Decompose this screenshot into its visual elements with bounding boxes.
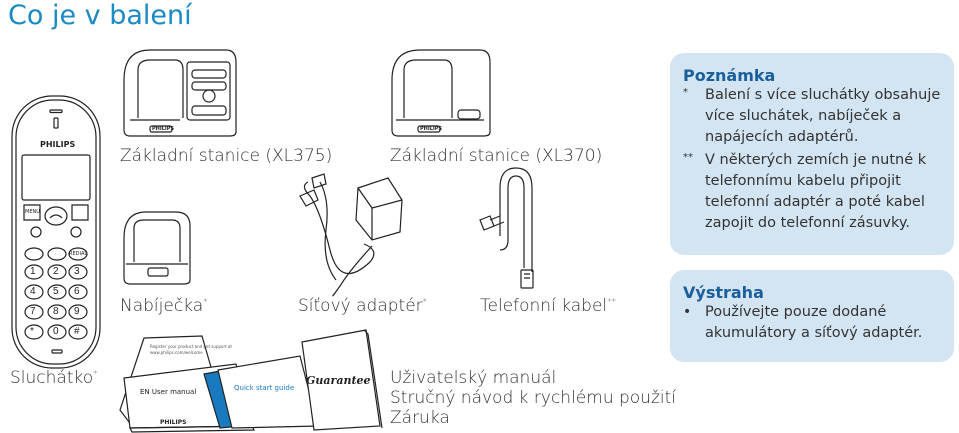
warning-box: Výstraha • Používejte pouze dodané akumu… [670, 270, 954, 362]
key-7: 7 [30, 306, 36, 317]
key-8: 8 [53, 306, 59, 317]
handset-brand: PHILIPS [40, 140, 76, 149]
docs-user-manual-label: EN User manual [140, 388, 197, 396]
base-xl375-label: Základní stanice (XL375) [120, 146, 333, 166]
docs-register-text: Register your product and get support at [150, 344, 232, 349]
base-xl370-brand: PHILIPS [420, 126, 443, 132]
note-box: Poznámka * Balení s více sluchátky obsah… [670, 53, 954, 255]
docs-line-warranty: Záruka [390, 408, 450, 428]
docs-line-user-manual: Uživatelský manuál [390, 368, 557, 388]
note-entry-1-text: Balení s více sluchátky obsahuje více sl… [705, 87, 941, 145]
docs-guarantee-label: Guarantee [306, 374, 371, 387]
docs-register-url: www.philips.com/welcome [150, 350, 203, 355]
note-entry-1-mark: * [683, 87, 688, 98]
key-1: 1 [30, 266, 36, 277]
charger-caption: Nabíječka* [120, 296, 208, 316]
handset-menu-label: MENU [25, 209, 40, 215]
note-heading: Poznámka [683, 66, 776, 85]
page-title: Co je v balení [8, 0, 192, 31]
key-5: 5 [53, 286, 59, 297]
cable-caption: Telefonní kabel** [480, 296, 616, 316]
handset-label: Sluchátko [10, 368, 94, 388]
note-entry-2: ** V některých zemích je nutné k telefon… [683, 150, 944, 234]
key-6: 6 [74, 286, 80, 297]
key-hash: # [74, 326, 80, 337]
cable-label: Telefonní kabel [480, 296, 608, 316]
charger-mark: * [203, 297, 208, 308]
charger-label: Nabíječka [120, 296, 204, 316]
handset-redial-label: REDIAL [69, 251, 88, 257]
adapter-caption: Síťový adaptér* [298, 296, 427, 316]
handset-mark: * [93, 369, 98, 380]
warning-text: Používejte pouze dodané akumulátory a sí… [705, 304, 923, 341]
cable-mark: ** [607, 297, 617, 308]
key-3: 3 [74, 266, 80, 277]
key-star: * [30, 326, 34, 337]
adapter-label: Síťový adaptér [298, 296, 423, 316]
base-xl370-label: Základní stanice (XL370) [390, 146, 603, 166]
adapter-mark: * [422, 297, 428, 308]
key-9: 9 [74, 306, 80, 317]
key-4: 4 [30, 286, 36, 297]
docs-line-quick-guide: Stručný návod k rychlému použití [390, 388, 676, 408]
warning-entry: • Používejte pouze dodané akumulátory a … [683, 302, 944, 344]
key-2: 2 [53, 266, 59, 277]
note-entry-2-text: V některých zemích je nutné k telefonním… [705, 152, 927, 231]
docs-quick-start-label: Quick start guide [234, 384, 295, 392]
docs-caption: Uživatelský manuál Stručný návod k rychl… [390, 368, 676, 428]
warning-bullet: • [683, 304, 692, 320]
docs-brand: PHILIPS [160, 419, 187, 426]
note-entry-2-mark: ** [683, 152, 693, 163]
note-entry-1: * Balení s více sluchátky obsahuje více … [683, 85, 944, 148]
warning-heading: Výstraha [683, 283, 764, 302]
handset-caption: Sluchátko* [10, 368, 98, 388]
key-0: 0 [53, 326, 59, 337]
base-xl375-brand: PHILIPS [152, 126, 175, 132]
